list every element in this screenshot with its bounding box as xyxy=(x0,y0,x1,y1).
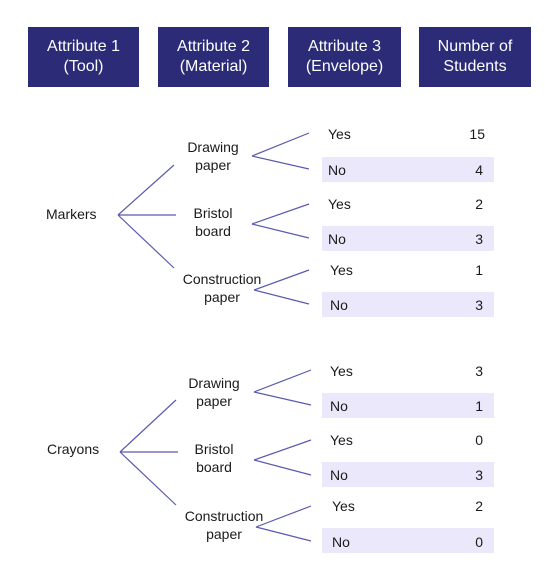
yes-count: 2 xyxy=(475,498,483,514)
yes-count: 0 xyxy=(475,432,483,448)
material-label-line2: paper xyxy=(204,289,240,305)
branch-line xyxy=(255,505,312,528)
yes-label: Yes xyxy=(330,363,353,379)
branch-line xyxy=(119,451,177,506)
no-band xyxy=(322,393,494,418)
material-label-line2: board xyxy=(196,459,232,475)
yes-label: Yes xyxy=(330,432,353,448)
material-label-line2: board xyxy=(195,223,231,239)
material-label-line1: Construction xyxy=(184,508,264,524)
no-count: 3 xyxy=(475,231,483,247)
header-number-of-students: Number of Students xyxy=(419,27,531,87)
no-count: 1 xyxy=(475,398,483,414)
material-label-line1: Bristol xyxy=(193,205,233,221)
header-line1: Attribute 2 xyxy=(177,38,250,55)
tool-label: Crayons xyxy=(47,441,100,457)
header-line2: Students xyxy=(443,58,507,75)
material-label-line1: Drawing xyxy=(187,139,239,155)
branch-line xyxy=(255,526,312,542)
yes-count: 1 xyxy=(475,262,483,278)
no-count: 0 xyxy=(475,534,483,550)
header-line2: (Envelope) xyxy=(305,58,384,75)
material-label-line1: Bristol xyxy=(194,441,234,457)
material-label-line1: Drawing xyxy=(188,375,240,391)
no-band xyxy=(322,226,494,251)
material-label-line2: paper xyxy=(195,157,231,173)
yes-count: 3 xyxy=(475,363,483,379)
no-label: No xyxy=(330,398,348,414)
yes-count: 15 xyxy=(469,126,485,142)
material-label-line1: Construction xyxy=(182,271,262,287)
no-band xyxy=(322,292,494,317)
tool-label: Markers xyxy=(46,206,97,222)
branch-line xyxy=(253,439,312,461)
branch-line xyxy=(253,269,310,291)
no-label: No xyxy=(330,297,348,313)
header-attribute-2: Attribute 2 (Material) xyxy=(158,27,269,87)
branch-line xyxy=(253,459,312,476)
branch-line xyxy=(251,223,310,239)
material-label-line2: paper xyxy=(196,393,232,409)
yes-count: 2 xyxy=(475,196,483,212)
no-label: No xyxy=(332,534,350,550)
branch-line xyxy=(251,203,310,225)
header-attribute-3: Attribute 3 (Envelope) xyxy=(288,27,401,87)
no-count: 4 xyxy=(475,162,483,178)
yes-label: Yes xyxy=(332,498,355,514)
branch-line xyxy=(251,155,310,170)
branch-line xyxy=(253,289,310,305)
header-line2: (Tool) xyxy=(63,58,104,75)
no-band xyxy=(322,462,494,487)
header-line2: (Material) xyxy=(179,58,248,75)
no-band xyxy=(322,157,494,182)
no-label: No xyxy=(328,231,346,247)
material-label-line2: paper xyxy=(206,526,242,542)
branch-line xyxy=(117,214,175,269)
branch-line xyxy=(253,391,312,406)
header-line1: Number of xyxy=(437,38,513,55)
branch-line xyxy=(253,369,312,393)
branch-line xyxy=(119,399,177,453)
no-label: No xyxy=(328,162,346,178)
yes-label: Yes xyxy=(328,126,351,142)
no-count: 3 xyxy=(475,467,483,483)
no-count: 3 xyxy=(475,297,483,313)
header-attribute-1: Attribute 1 (Tool) xyxy=(28,27,139,87)
branch-line xyxy=(117,164,175,216)
branch-line xyxy=(251,132,310,157)
header-line1: Attribute 1 xyxy=(47,38,120,55)
no-band xyxy=(322,528,494,553)
yes-label: Yes xyxy=(330,262,353,278)
yes-label: Yes xyxy=(328,196,351,212)
header-line1: Attribute 3 xyxy=(308,38,381,55)
no-label: No xyxy=(330,467,348,483)
